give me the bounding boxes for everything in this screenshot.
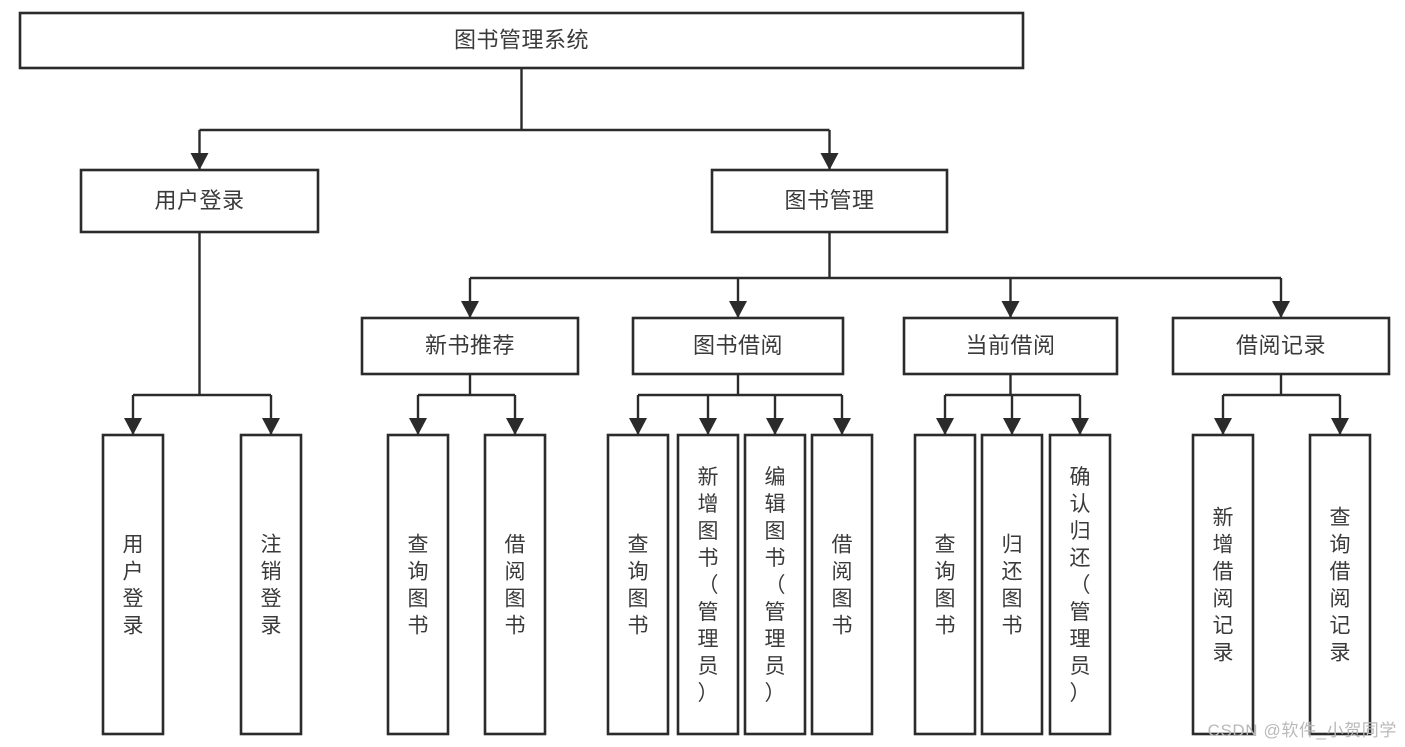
- connector-group-book-borrow: [629, 374, 851, 435]
- node-leaf-query-borrow-record-label: 查询借阅记录: [1330, 507, 1351, 665]
- node-user-login-box[interactable]: [79, 168, 320, 234]
- node-leaf-add-borrow-record-label: 新增借阅记录: [1213, 507, 1234, 665]
- node-leaf-user-login-label: 用户登录: [123, 534, 144, 638]
- connector-group-current-borrow: [936, 374, 1089, 435]
- connector-arrowhead: [409, 418, 427, 435]
- connector-arrowhead: [820, 153, 839, 170]
- connector-group-root: [190, 68, 839, 170]
- node-borrow-record-label: 借阅记录: [1236, 333, 1326, 358]
- node-root-图书管理系统[interactable]: 图书管理系统: [18, 11, 1025, 70]
- node-leaf-confirm-return-admin[interactable]: 确认归还（管理员）: [1048, 433, 1112, 736]
- node-leaf-query-borrow-record-box[interactable]: [1308, 433, 1372, 736]
- node-leaf-user-login[interactable]: 用户登录: [101, 433, 165, 736]
- node-leaf-query-book-1-label: 查询图书: [408, 534, 429, 638]
- node-current-borrow-label: 当前借阅: [965, 333, 1055, 358]
- connector-arrowhead: [699, 418, 717, 435]
- node-leaf-borrow-book-1-label: 借阅图书: [505, 534, 526, 638]
- connector-arrowhead: [1272, 301, 1290, 318]
- node-user-login[interactable]: 用户登录: [79, 168, 320, 234]
- node-leaf-confirm-return-admin-label: 确认归还（管理员）: [1070, 466, 1091, 705]
- node-leaf-borrow-book-2[interactable]: 借阅图书: [810, 433, 874, 736]
- connector-group-new-book-recommend: [409, 374, 524, 435]
- connector-group-borrow-record: [1214, 374, 1349, 435]
- node-leaf-add-book-admin-box[interactable]: [676, 433, 740, 736]
- connector-arrowhead: [1331, 418, 1349, 435]
- connector-arrowhead: [1214, 418, 1232, 435]
- node-leaf-logout-label: 注销登录: [261, 534, 282, 638]
- node-book-management[interactable]: 图书管理: [710, 168, 949, 234]
- node-leaf-return-book-box[interactable]: [980, 433, 1044, 736]
- node-current-borrow-box[interactable]: [902, 316, 1119, 376]
- connector-group-user-login: [124, 232, 280, 435]
- node-leaf-borrow-book-2-box[interactable]: [810, 433, 874, 736]
- node-leaf-edit-book-admin[interactable]: 编辑图书（管理员）: [743, 433, 807, 736]
- connector-arrowhead: [1071, 418, 1089, 435]
- node-leaf-query-book-2-box[interactable]: [606, 433, 670, 736]
- node-leaf-query-book-3-label: 查询图书: [935, 534, 956, 638]
- node-user-login-label: 用户登录: [154, 188, 244, 213]
- node-leaf-borrow-book-1-box[interactable]: [483, 433, 547, 736]
- node-leaf-query-borrow-record[interactable]: 查询借阅记录: [1308, 433, 1372, 736]
- node-book-management-box[interactable]: [710, 168, 949, 234]
- node-root-图书管理系统-box[interactable]: [18, 11, 1025, 70]
- node-leaf-borrow-book-1[interactable]: 借阅图书: [483, 433, 547, 736]
- node-book-borrow-label: 图书借阅: [693, 333, 783, 358]
- connector-arrowhead: [1003, 418, 1021, 435]
- connector-arrowhead: [124, 418, 142, 435]
- node-new-book-recommend[interactable]: 新书推荐: [360, 316, 580, 376]
- node-current-borrow[interactable]: 当前借阅: [902, 316, 1119, 376]
- connectors-layer: [124, 68, 1349, 435]
- watermark-credit: CSDN @软件_小贺同学: [1207, 721, 1397, 740]
- connector-arrowhead: [936, 418, 954, 435]
- node-leaf-query-book-1[interactable]: 查询图书: [386, 433, 450, 736]
- node-leaf-add-borrow-record[interactable]: 新增借阅记录: [1191, 433, 1255, 736]
- node-leaf-logout[interactable]: 注销登录: [239, 433, 303, 736]
- node-borrow-record-box[interactable]: [1171, 316, 1391, 376]
- node-leaf-user-login-box[interactable]: [101, 433, 165, 736]
- node-leaf-add-book-admin[interactable]: 新增图书（管理员）: [676, 433, 740, 736]
- connector-arrowhead: [461, 301, 479, 318]
- node-leaf-return-book[interactable]: 归还图书: [980, 433, 1044, 736]
- node-borrow-record[interactable]: 借阅记录: [1171, 316, 1391, 376]
- node-leaf-confirm-return-admin-box[interactable]: [1048, 433, 1112, 736]
- connector-arrowhead: [833, 418, 851, 435]
- connector-group-book-management: [461, 232, 1290, 318]
- node-new-book-recommend-label: 新书推荐: [425, 333, 515, 358]
- node-leaf-query-book-2[interactable]: 查询图书: [606, 433, 670, 736]
- node-root-图书管理系统-label: 图书管理系统: [454, 27, 589, 52]
- connector-arrowhead: [766, 418, 784, 435]
- node-book-borrow[interactable]: 图书借阅: [631, 316, 845, 376]
- node-book-management-label: 图书管理: [784, 188, 874, 213]
- node-leaf-edit-book-admin-box[interactable]: [743, 433, 807, 736]
- connector-arrowhead: [262, 418, 280, 435]
- node-leaf-query-book-3-box[interactable]: [913, 433, 977, 736]
- connector-arrowhead: [1001, 301, 1020, 318]
- connector-arrowhead: [629, 418, 647, 435]
- nodes-layer: 图书管理系统用户登录图书管理新书推荐图书借阅当前借阅借阅记录用户登录注销登录查询…: [18, 11, 1391, 736]
- node-leaf-logout-box[interactable]: [239, 433, 303, 736]
- connector-arrowhead: [729, 301, 747, 318]
- node-leaf-borrow-book-2-label: 借阅图书: [832, 534, 853, 638]
- node-leaf-return-book-label: 归还图书: [1002, 534, 1023, 638]
- node-leaf-query-book-3[interactable]: 查询图书: [913, 433, 977, 736]
- node-leaf-query-book-2-label: 查询图书: [628, 534, 649, 638]
- node-book-borrow-box[interactable]: [631, 316, 845, 376]
- node-leaf-add-borrow-record-box[interactable]: [1191, 433, 1255, 736]
- connector-arrowhead: [190, 153, 209, 170]
- node-new-book-recommend-box[interactable]: [360, 316, 580, 376]
- connector-arrowhead: [506, 418, 524, 435]
- node-leaf-query-book-1-box[interactable]: [386, 433, 450, 736]
- node-leaf-add-book-admin-label: 新增图书（管理员）: [698, 466, 719, 705]
- node-leaf-edit-book-admin-label: 编辑图书（管理员）: [765, 466, 786, 705]
